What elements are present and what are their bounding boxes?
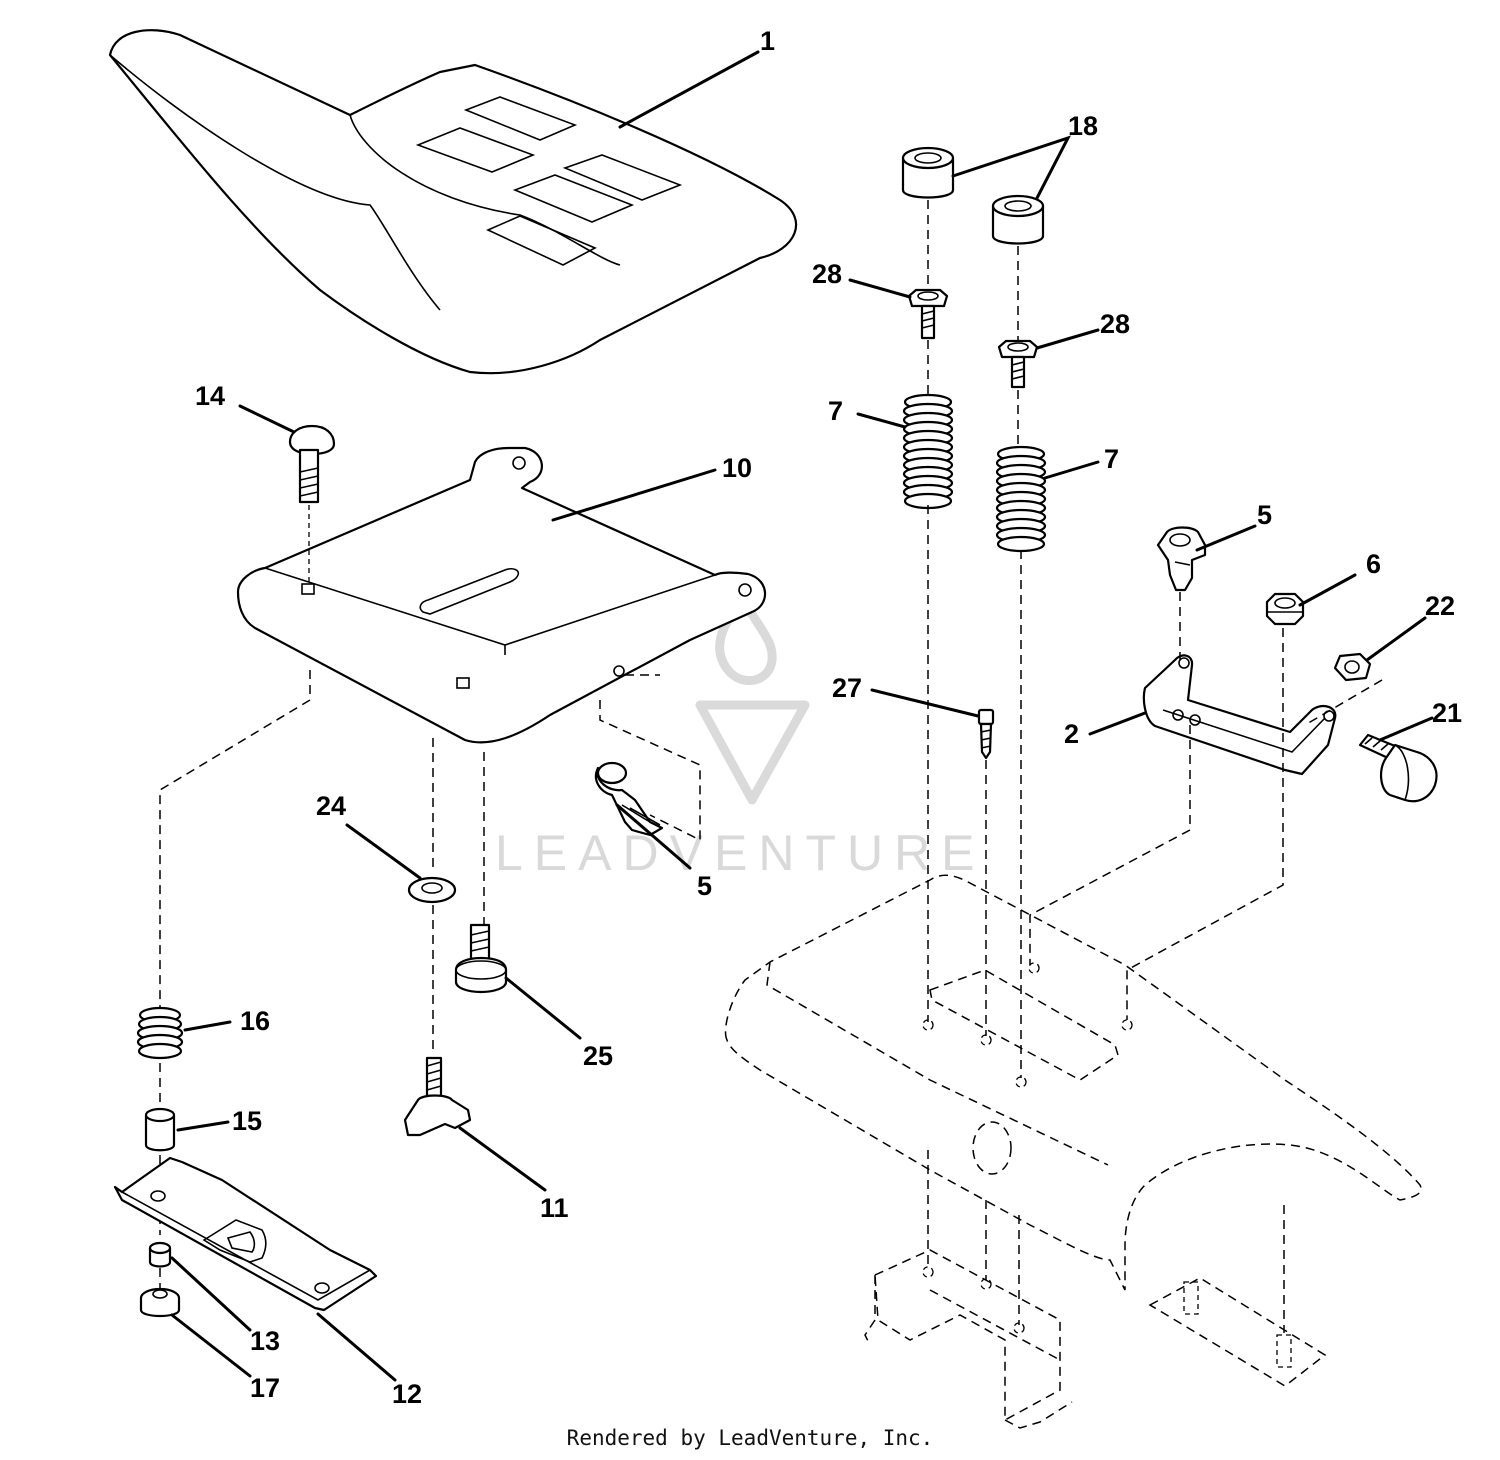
flange-nut-part-13 [148, 1241, 252, 1332]
nut-part-22 [1333, 616, 1427, 682]
seat-part-1 [108, 29, 798, 375]
leadventure-watermark-logo: LEADVENTURE [495, 595, 986, 881]
callout-1: 1 [760, 26, 775, 56]
callout-28-right: 28 [1100, 309, 1130, 339]
spring-part-7-right [995, 445, 1100, 553]
callout-18: 18 [1068, 111, 1098, 141]
callout-14: 14 [195, 381, 225, 411]
assembly-line [1304, 679, 1383, 726]
callout-27: 27 [832, 673, 862, 703]
bracket-plate-part-12 [113, 1156, 397, 1382]
callout-11: 11 [540, 1193, 569, 1223]
shoulder-bolt-part-25 [454, 923, 582, 1040]
callout-13: 13 [250, 1326, 280, 1356]
callout-7-left: 7 [828, 396, 843, 426]
bushing-part-18-left [901, 146, 955, 199]
rear-plate-outline [1148, 1277, 1327, 1387]
callout-2: 2 [1064, 719, 1079, 749]
locknut-part-6 [1265, 573, 1357, 626]
clip-part-5-right [1156, 524, 1257, 592]
seat-grip-pads [415, 96, 683, 266]
callout-5-left: 5 [697, 871, 712, 901]
spacer-part-15 [144, 1107, 230, 1152]
bracket-part-2 [1088, 654, 1337, 776]
screw-part-28-left [848, 278, 949, 340]
clip-part-5-left [594, 761, 692, 870]
callout-6: 6 [1366, 549, 1381, 579]
shoulder-bolt-part-21 [1358, 716, 1438, 803]
callout-17: 17 [250, 1373, 280, 1403]
carriage-bolt-part-14 [238, 404, 336, 584]
callout-5-right: 5 [1257, 500, 1272, 530]
assembly-line [1126, 628, 1284, 1020]
seat-pan-part-10 [236, 446, 767, 744]
bushing-part-18-right [991, 194, 1045, 245]
callout-21: 21 [1432, 698, 1462, 728]
watermark-text: LEADVENTURE [495, 825, 986, 881]
spring-part-16 [136, 1006, 232, 1060]
callout-25: 25 [583, 1041, 613, 1071]
callout-15: 15 [232, 1106, 262, 1136]
callout-12: 12 [392, 1379, 422, 1409]
callout-24: 24 [316, 791, 346, 821]
callout-16: 16 [240, 1006, 270, 1036]
callout-7-right: 7 [1104, 444, 1119, 474]
screw-part-28-right [997, 328, 1100, 389]
assembly-line [159, 670, 311, 1010]
frame-bracket-outline [864, 1249, 1073, 1429]
render-credit: Rendered by LeadVenture, Inc. [566, 1426, 934, 1450]
spring-part-7-left [856, 393, 954, 510]
callout-22: 22 [1425, 591, 1455, 621]
screw-part-27 [870, 688, 995, 760]
assembly-line [1029, 725, 1191, 965]
washer-part-24 [345, 823, 457, 904]
locknut-part-17 [139, 1287, 252, 1378]
callout-28-left: 28 [812, 259, 842, 289]
knob-part-11 [403, 1056, 547, 1192]
callout-labels: 1 18 28 28 14 10 7 7 5 6 22 27 2 21 24 5… [195, 26, 1462, 1409]
fender-outline [724, 874, 1422, 1291]
leader-18 [951, 135, 1072, 200]
callout-10: 10 [722, 453, 752, 483]
